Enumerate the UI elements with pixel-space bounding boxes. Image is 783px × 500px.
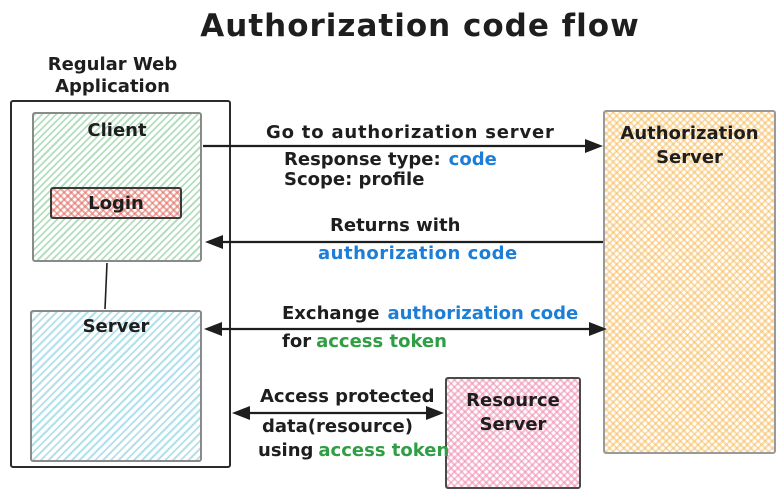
login-box: Login: [50, 187, 182, 219]
resource-label-line1: Resource: [466, 390, 560, 411]
using-text: using: [258, 440, 314, 461]
scope-line: Scope: profile: [284, 169, 425, 190]
returns-with-label: Returns with: [330, 215, 461, 236]
login-label: Login: [88, 192, 144, 214]
exchange-code-value: authorization code: [387, 303, 579, 324]
client-label: Client: [87, 120, 147, 141]
access-protected-label: Access protected: [260, 386, 435, 407]
access-token-value: access token: [316, 331, 447, 352]
request-params-label: Response type: code Scope: profile: [284, 150, 497, 190]
authorization-server-label: Authorization Server: [605, 122, 774, 170]
response-type-text: Response type:: [284, 149, 441, 170]
exchange-code-label: Exchange authorization code: [282, 303, 578, 324]
exchange-text: Exchange: [282, 303, 380, 324]
app-label-line2: Application: [55, 76, 170, 97]
client-box: Client: [32, 112, 202, 262]
resource-label-line2: Server: [479, 414, 547, 435]
resource-server-label: Resource Server: [447, 389, 579, 437]
response-type-line: Response type: code: [284, 150, 497, 170]
go-to-auth-server-label: Go to authorization server: [266, 122, 555, 143]
authorization-server-box: Authorization Server: [603, 110, 776, 454]
app-label-line1: Regular Web: [47, 54, 178, 75]
diagram-title: Authorization code flow: [200, 8, 640, 44]
response-type-value: code: [448, 149, 497, 170]
server-box: Server: [30, 310, 202, 462]
regular-web-application-label: Regular Web Application: [35, 54, 190, 98]
using-access-token-value: access token: [318, 440, 450, 461]
regular-web-application-box: [10, 100, 231, 468]
auth-label-line1: Authorization: [620, 123, 759, 144]
data-resource-label: data(resource): [262, 416, 413, 437]
authorization-code-label: authorization code: [318, 243, 518, 264]
server-label: Server: [82, 316, 150, 337]
for-text: for: [282, 331, 312, 352]
resource-server-box: Resource Server: [445, 377, 581, 489]
auth-label-line2: Server: [656, 147, 723, 168]
